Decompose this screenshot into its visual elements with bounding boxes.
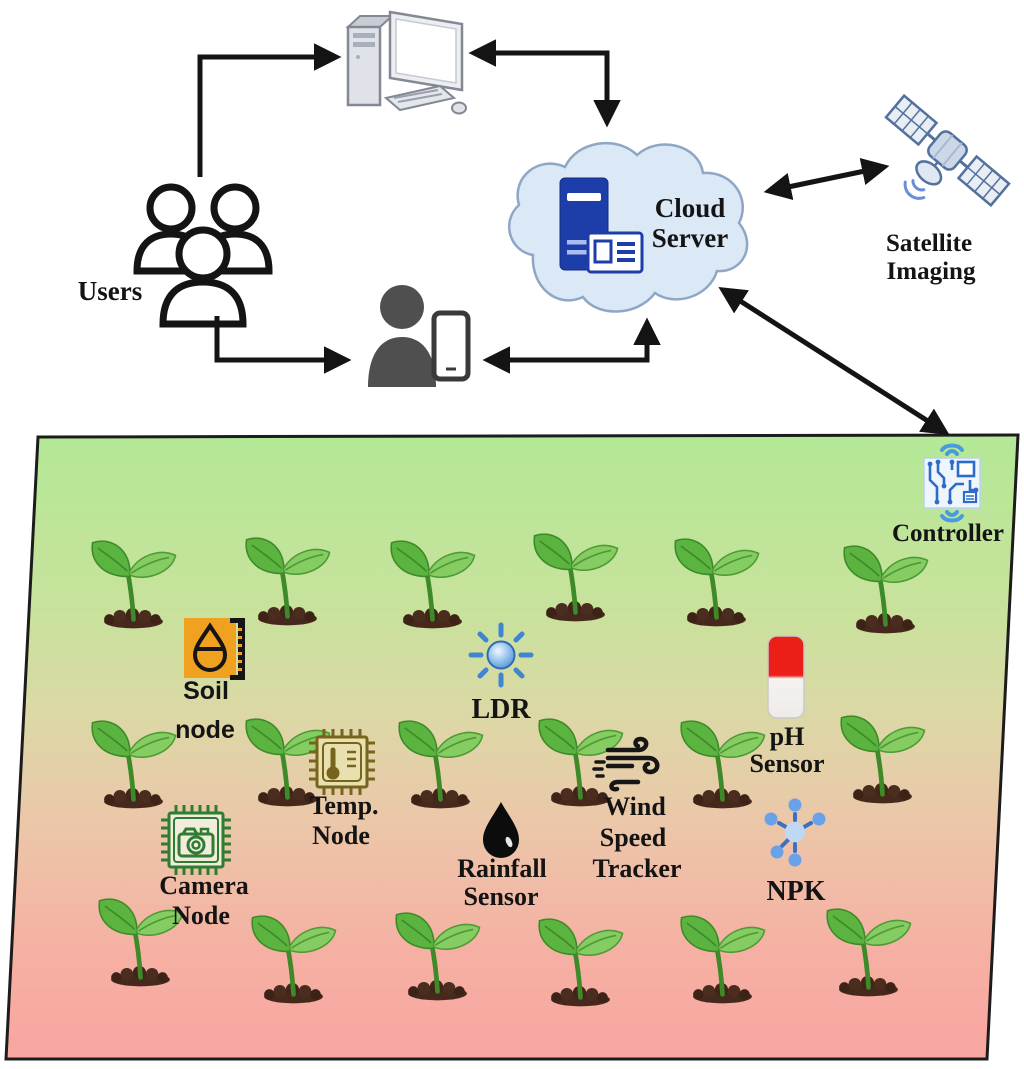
plant-seedling-14 <box>236 902 351 1007</box>
soil-node-label-2: node <box>175 716 235 744</box>
circuit-board-wireless-icon <box>923 443 981 523</box>
plant-seedling-6 <box>828 532 943 637</box>
rainfall-label: Rainfall <box>457 854 547 883</box>
chip-camera-icon <box>161 805 231 875</box>
wifi-arcs-icon <box>940 443 964 523</box>
cloud-server-label: Cloud <box>654 193 726 223</box>
raindrop-icon <box>483 802 519 858</box>
camera-node-label: Camera <box>159 871 249 900</box>
plant-seedling-18 <box>811 895 926 1000</box>
plant-seedling-4 <box>518 520 633 625</box>
satellite-icon <box>884 93 1011 208</box>
satellite-imaging-label: Satellite <box>885 230 973 257</box>
plant-seedling-1 <box>76 527 191 632</box>
desktop-computer-icon <box>345 10 467 115</box>
npk-label: NPK <box>766 876 826 907</box>
dish <box>915 160 943 186</box>
controller-label: Controller <box>891 520 1005 547</box>
camera-node-label-2: Node <box>172 901 230 930</box>
signal-arcs <box>903 179 926 200</box>
plant-seedling-12 <box>825 702 940 807</box>
sun-icon <box>468 622 534 688</box>
plant-seedling-5 <box>659 525 774 630</box>
field-boundary <box>4 433 1020 1061</box>
temp-node-label-2: Node <box>312 821 370 850</box>
ph-test-strip-icon <box>767 635 805 719</box>
rainfall-label-2: Sensor <box>463 882 539 911</box>
plant-seedling-17 <box>665 902 780 1007</box>
plant-seedling-3 <box>375 527 490 632</box>
users-group-icon <box>133 183 273 328</box>
plant-seedling-2 <box>230 524 345 629</box>
plant-seedling-16 <box>523 905 638 1010</box>
temp-node-label: Temp. <box>309 791 379 820</box>
ldr-label: LDR <box>471 694 531 725</box>
chip-thermometer-icon <box>309 729 375 795</box>
wind-gust-icon <box>592 736 660 792</box>
molecule-icon <box>764 798 826 867</box>
soil-moisture-drop-ruler-icon <box>184 618 245 680</box>
ph-label-2: Sensor <box>749 749 825 778</box>
id-card-icon <box>586 231 644 274</box>
cloud-server-label-2: Server <box>651 223 729 253</box>
wind-label-2: Speed <box>599 823 667 852</box>
users-label: Users <box>77 276 143 306</box>
person-with-phone-icon <box>368 285 471 387</box>
plant-seedling-15 <box>380 899 495 1004</box>
ph-label: pH <box>769 722 805 751</box>
soil-node-label: Soil <box>183 677 229 705</box>
cloud-server-icon <box>508 141 749 313</box>
wind-label: Wind <box>604 792 666 821</box>
wind-label-3: Tracker <box>592 854 682 883</box>
field-plot <box>4 433 1020 1061</box>
satellite-imaging-label-2: Imaging <box>886 258 976 285</box>
plant-seedling-7 <box>76 707 191 812</box>
